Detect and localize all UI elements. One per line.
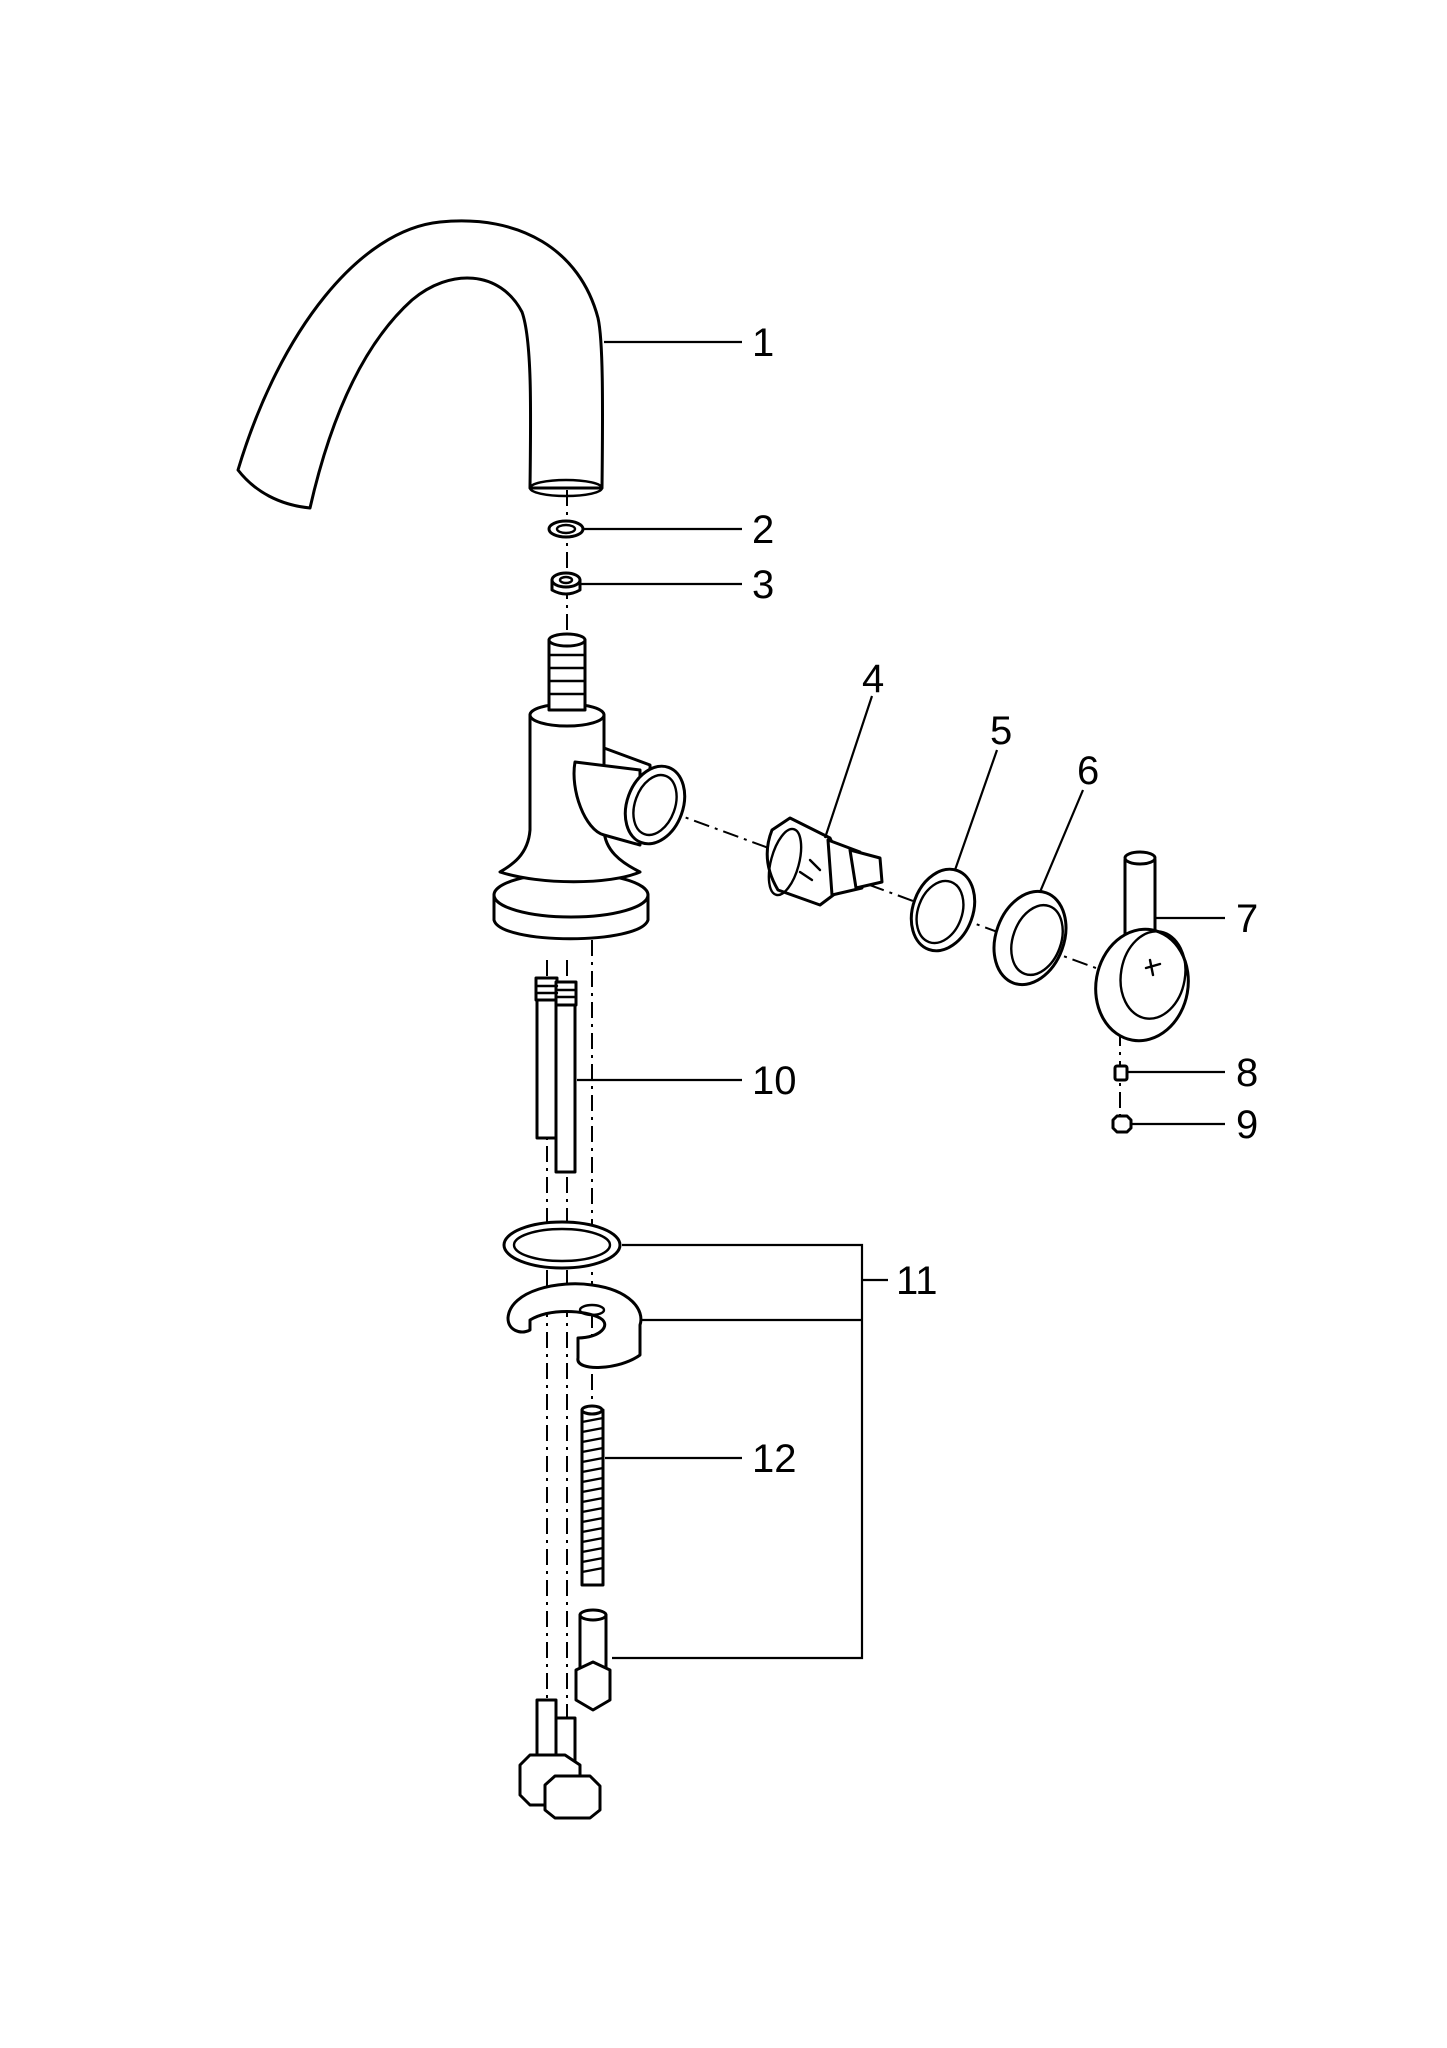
leader-lines [577,340,1225,1660]
callout-6: 6 [1077,749,1099,793]
callout-10: 10 [752,1059,797,1103]
callout-12: 12 [752,1437,797,1481]
callout-1: 1 [752,321,774,365]
callout-4: 4 [862,657,884,701]
o-ring-part-2 [547,519,585,539]
callout-labels: 1 2 3 4 5 6 7 8 9 10 11 12 [752,321,1258,1481]
nut-part-9 [1111,1114,1133,1134]
callout-7: 7 [1236,897,1258,941]
threaded-rod-part-12 [580,1404,605,1587]
hoses-part-10 [518,976,602,1820]
cover-part-6 [992,889,1068,987]
spout-part [236,219,605,510]
callout-3: 3 [752,563,774,607]
seal-part-3 [550,571,582,596]
callout-8: 8 [1236,1051,1258,1095]
assembly-axes [546,490,1121,1800]
mixer-body-part [492,632,687,941]
screw-part-8 [1113,1064,1129,1082]
callout-2: 2 [752,508,774,552]
cartridge-part-4 [765,816,884,907]
callout-9: 9 [1236,1103,1258,1147]
ring-part-5 [909,867,977,953]
callout-11: 11 [896,1259,938,1303]
mounting-set-part-11 [502,1220,643,1712]
callout-5: 5 [990,709,1012,753]
handle-part-7 [1094,850,1190,1043]
